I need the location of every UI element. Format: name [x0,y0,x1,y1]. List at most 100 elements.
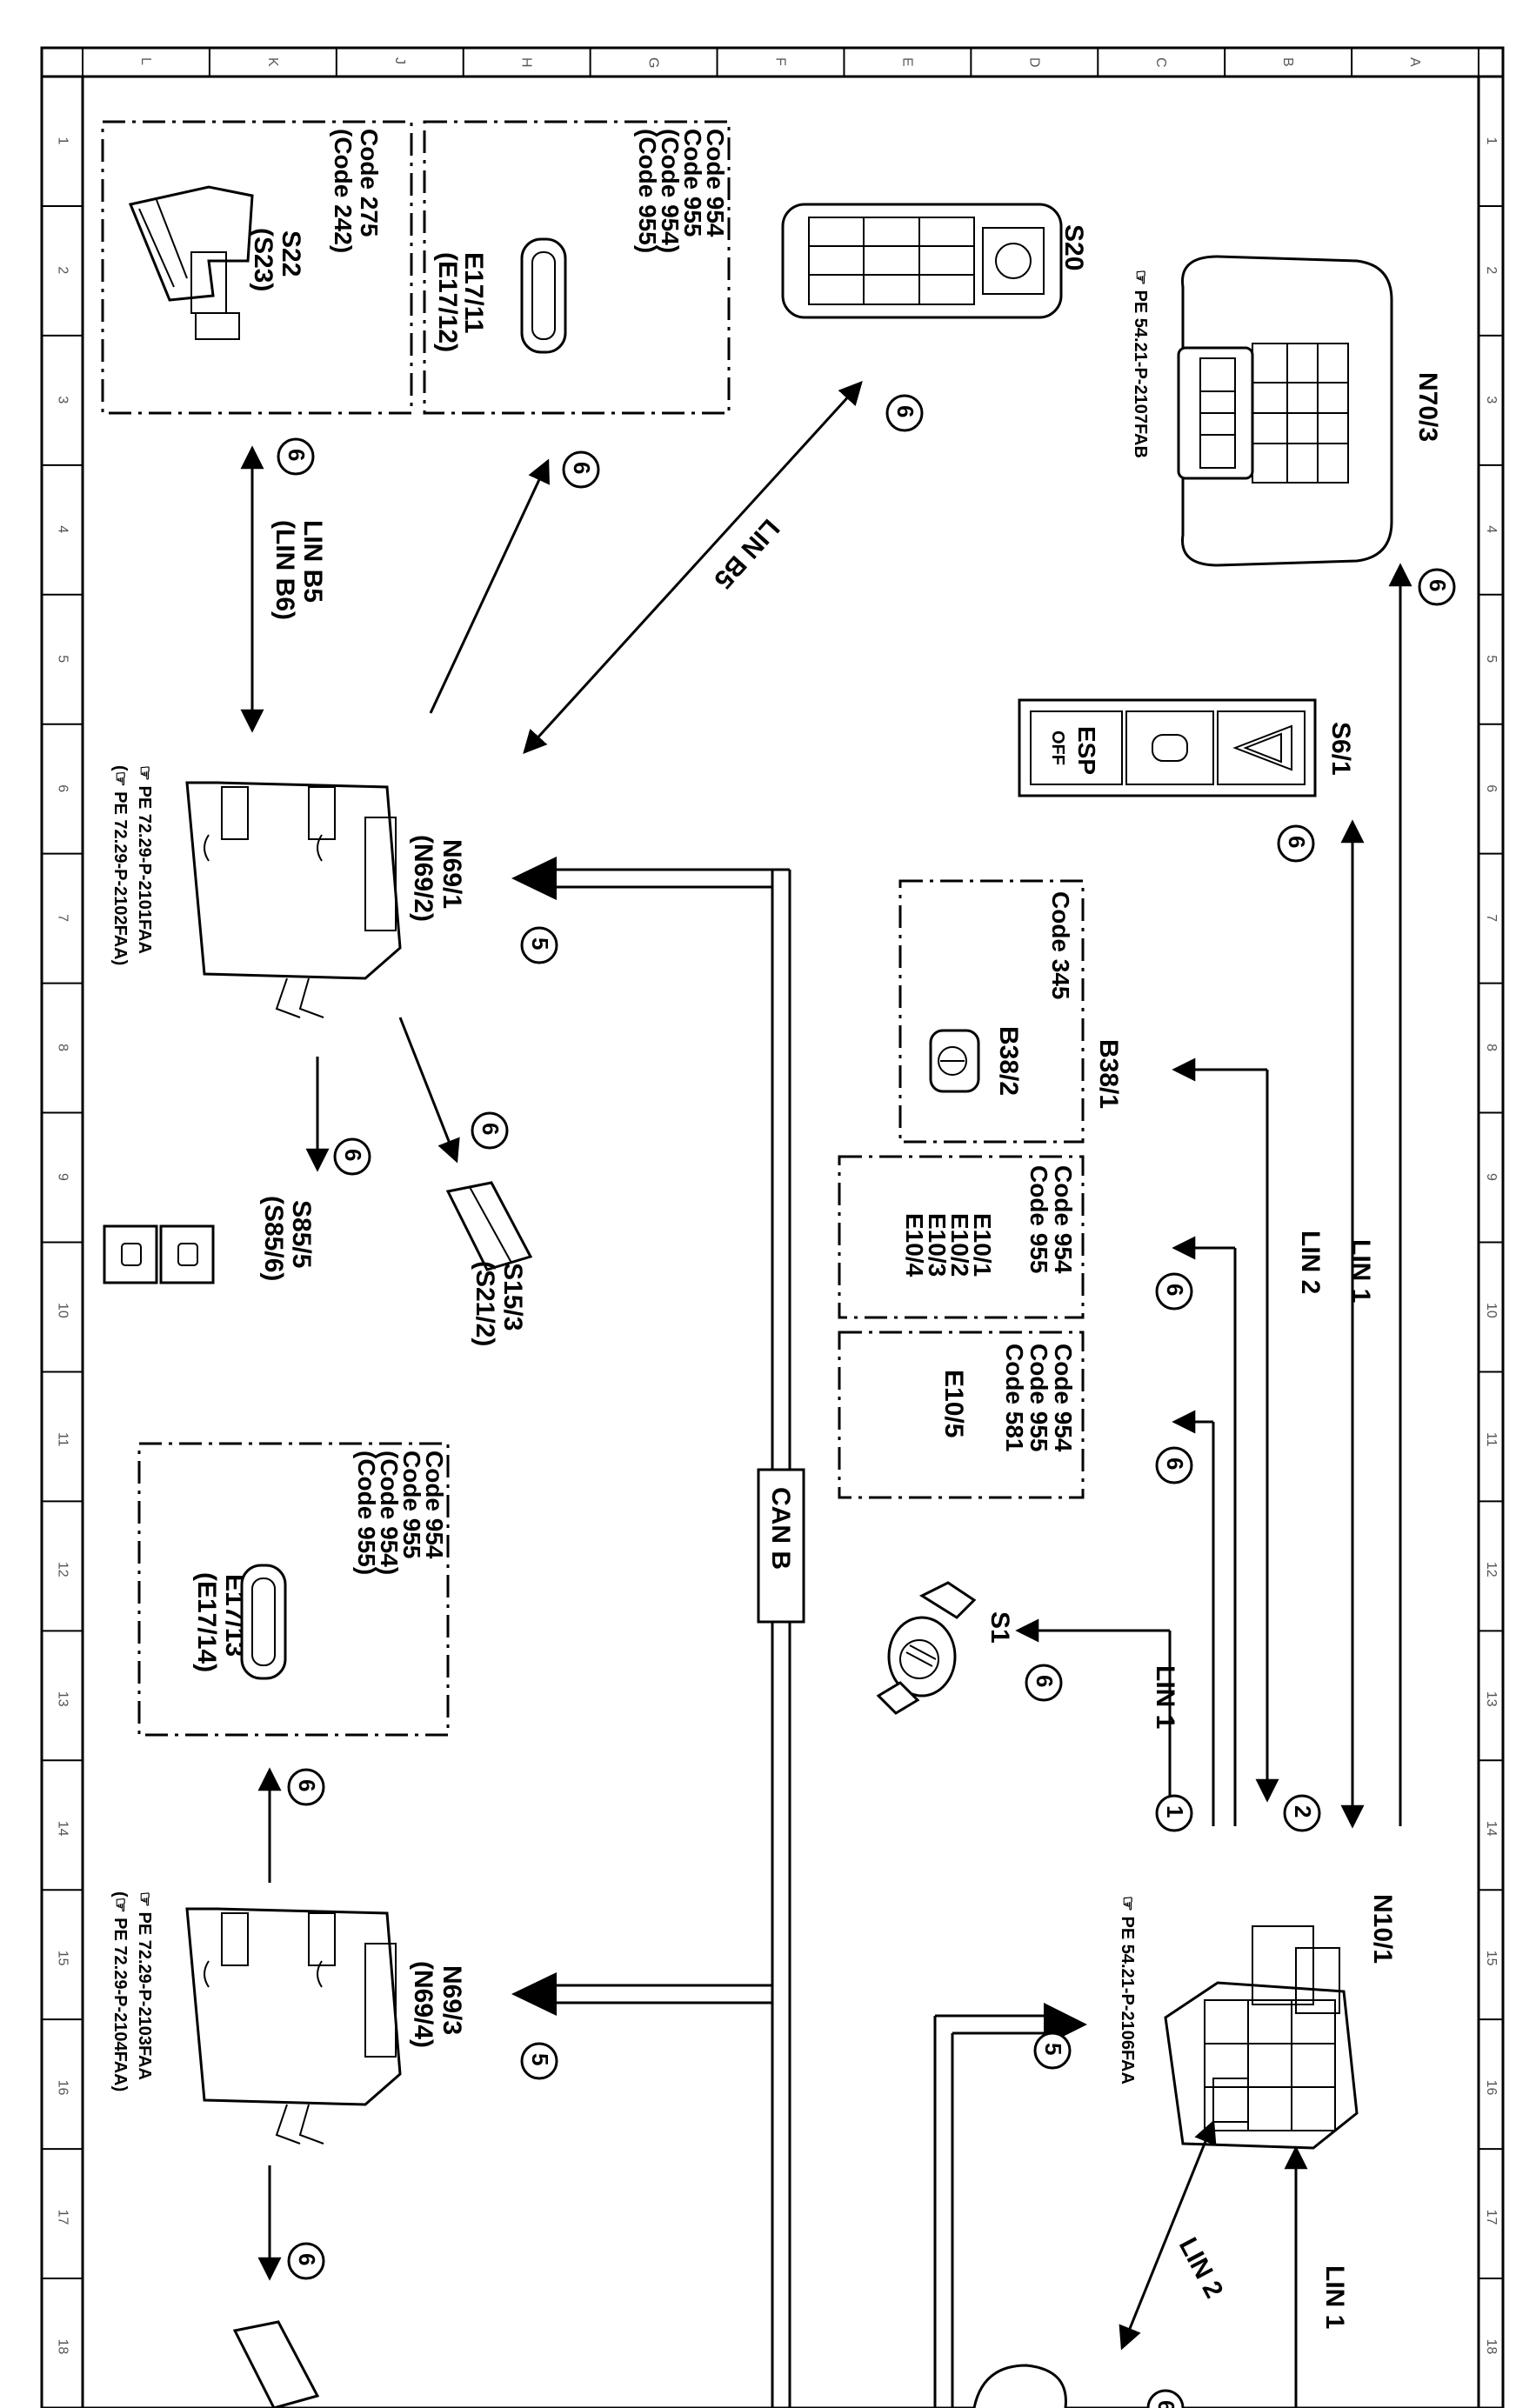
row-number: 5 [56,655,70,663]
marker-circle [287,2242,325,2280]
n70-3-doc-text: PE 54.21-P-2107FAB [1131,290,1150,458]
text-line: Code 955 [398,1451,425,1559]
b38-2-sensor-icon [929,1029,980,1093]
marker-number: 6 [1153,2400,1179,2408]
n69-1-doc2: (☞ PE 72.29-P-2102FAA) [110,765,130,965]
e10-group-1-codes: Code 954Code 955 [1025,1165,1077,1274]
marker-circle [562,450,600,489]
column-letter: H [519,57,534,68]
row-number: 3 [56,396,70,404]
row-number: 16 [56,2080,70,2096]
marker-number: 6 [1284,836,1310,848]
s22-codes: Code 275(Code 242) [330,129,383,253]
lin-2-label-bottom: LIN 2 [1173,2233,1229,2303]
n70-3-doc-ref: ☞ PE 54.21-P-2107FAB [1131,270,1150,458]
can-b-bus [511,857,805,2408]
column-letter: F [773,57,788,66]
s15-3-label-alt: (S21/2) [471,1261,499,1346]
marker-number: 2 [1290,1805,1316,1818]
row-number: 15 [56,1951,70,1966]
n69-3-door-control-unit [185,1907,402,2145]
row-number: 5 [1484,655,1499,663]
n69-1-doc1: ☞ PE 72.29-P-2101FAA [135,765,154,954]
row-number: 13 [1484,1691,1499,1707]
n69-3-doc1: ☞ PE 72.29-P-2103FAA [135,1891,154,2080]
text-line: (Code 955) [634,129,661,253]
s20-switch-block [781,203,1063,319]
row-number: 6 [56,784,70,792]
s22-label-alt: (S23) [249,228,277,291]
e17-13-codes: Code 954Code 955(Code 954)(Code 955) [353,1451,448,1575]
row-number: 17 [56,2210,70,2225]
marker-circle [520,926,558,964]
bottom-partial-component [972,2364,1067,2408]
marker-circle [885,394,924,432]
n70-3-label: N70/3 [1413,372,1442,442]
text-line: Code 955 [679,129,706,237]
text-line: (Code 955) [353,1451,380,1575]
s20-label: S20 [1059,224,1088,270]
row-number: 4 [56,525,70,533]
e17-11-codes: Code 954Code 955(Code 954)(Code 955) [634,129,729,253]
b38-2-label: B38/2 [994,1026,1023,1096]
column-letter: L [138,57,153,65]
s85-5-label: S85/5 [287,1200,316,1268]
lin-2-label: LIN 2 [1296,1231,1325,1294]
marker-number: 6 [1162,1284,1188,1296]
row-number: 12 [56,1562,70,1578]
column-letter: C [1153,57,1168,68]
row-number: 9 [56,1173,70,1181]
e10-group-1-box [838,1155,1085,1319]
row-number: 14 [56,1821,70,1837]
row-number: 2 [1484,266,1499,274]
s6-1-hazard-esp-switch [1018,698,1317,797]
n69-1-doc2-text: PE 72.29-P-2102FAA [110,791,130,959]
s22-seat-switch-icon [128,185,254,340]
row-number: 1 [56,137,70,144]
marker-circle [1283,1794,1321,1832]
text-line: Code 954 [1050,1165,1077,1274]
e10-5-label: E10/5 [939,1370,968,1437]
row-number: 14 [1484,1821,1499,1837]
e17-11-group-box [423,120,731,415]
text-line: Code 275 [356,129,383,237]
e17-11-lamp-icon [520,237,567,354]
n10-1-doc-text: PE 54.21-P-2106FAA [1118,1917,1137,2084]
text-line: Code 954 [421,1451,448,1559]
column-letter: K [265,57,280,67]
marker-circle [277,437,315,476]
lin-b5-b6-label: LIN B5(LIN B6) [270,520,327,620]
column-letter: B [1280,57,1295,67]
row-number: 7 [1484,914,1499,922]
bottom-window-switch [232,2320,320,2408]
marker-circle [1155,1272,1193,1311]
marker-circle [1146,2389,1185,2408]
n10-1-control-unit [1164,1925,1359,2150]
e17-11-label: E17/11 [459,252,488,333]
marker-number: 6 [1032,1675,1058,1687]
s15-3-label: S15/3 [498,1263,527,1331]
marker-circle [1033,2031,1072,2070]
n10-1-doc-ref: ☞ PE 54.21-P-2106FAA [1118,1896,1137,2084]
text-line: (Code 242) [330,129,357,253]
n69-1-label: N69/1 [437,839,466,909]
b38-group-box [898,879,1085,1144]
n69-3-label-alt: (N69/4) [409,1961,437,2048]
marker-circle [1025,1664,1063,1702]
n69-3-doc2-text: PE 72.29-P-2104FAA [110,1918,130,2085]
s22-group-box [101,120,413,415]
s85-5-label-alt: (S85/6) [259,1196,288,1281]
text-line: Code 954 [1050,1344,1077,1452]
text-line: Code 581 [1001,1344,1028,1452]
marker-circle [333,1137,371,1176]
row-number: 10 [1484,1303,1499,1318]
row-number: 18 [56,2339,70,2355]
row-number: 9 [1484,1173,1499,1181]
marker-circle [287,1768,325,1806]
lin-1-label-s1: LIN 1 [1151,1665,1179,1729]
marker-number: 5 [527,2053,553,2065]
